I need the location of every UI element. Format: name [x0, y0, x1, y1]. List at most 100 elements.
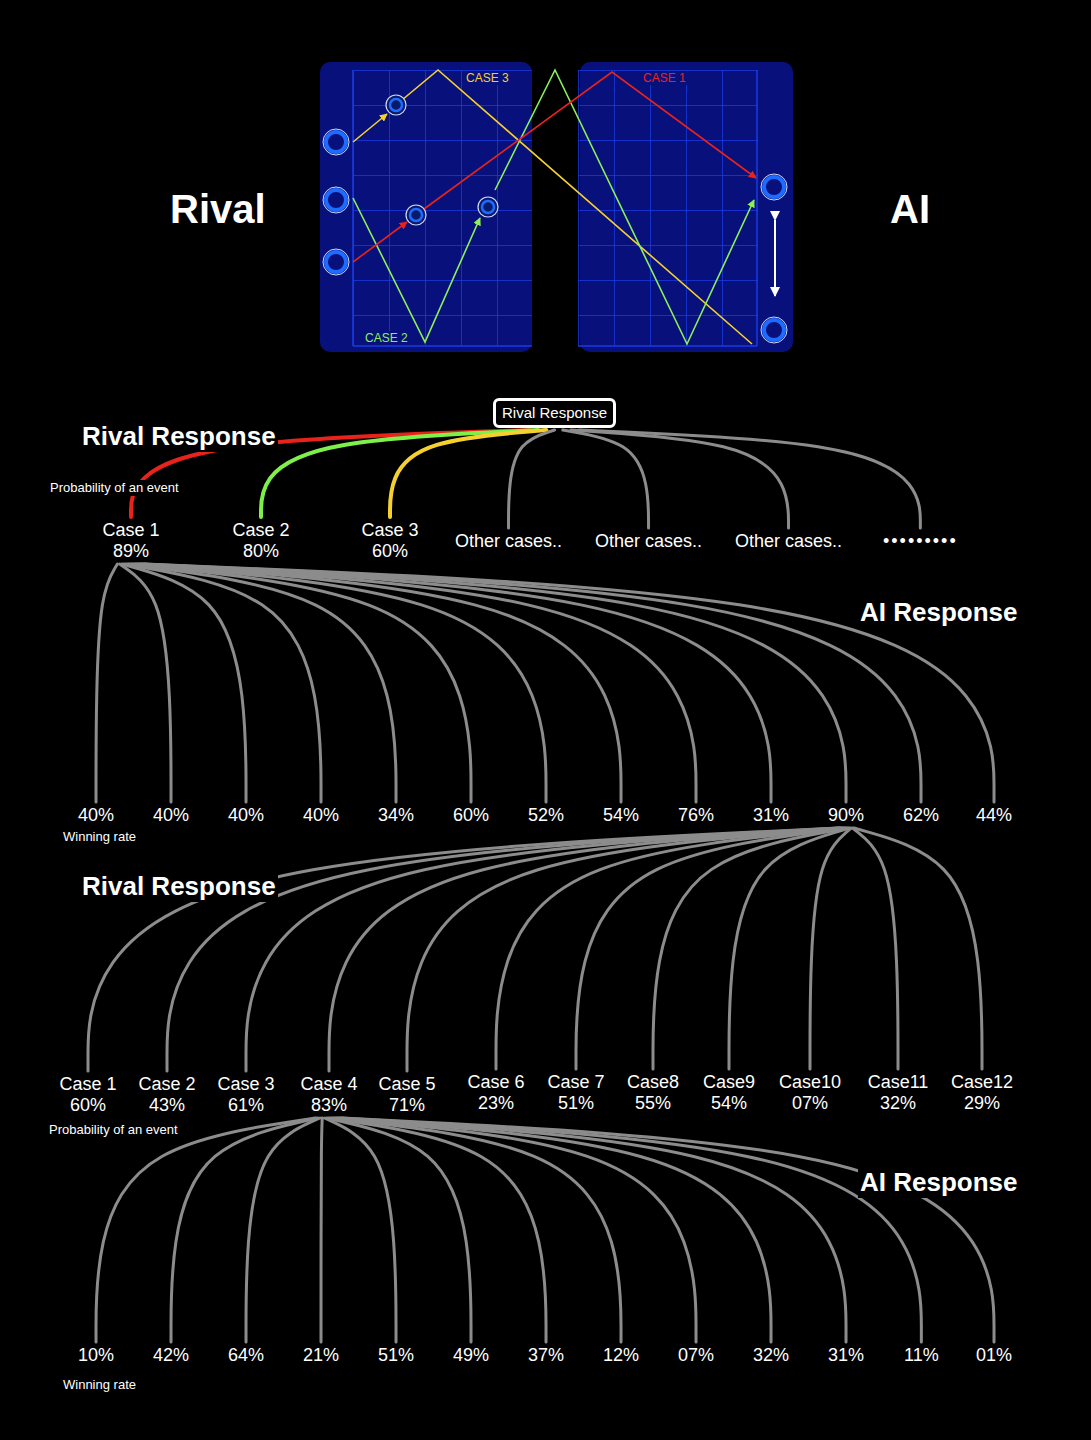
case-probability: Case 5 71%: [373, 1074, 441, 1116]
winning-rate: 37%: [526, 1345, 566, 1366]
label-text: CASE 1: [641, 71, 688, 85]
winning-rate: 54%: [601, 805, 641, 826]
winning-rate: 01%: [974, 1345, 1014, 1366]
winning-rate: 40%: [151, 805, 191, 826]
node-text: Case 2 80%: [229, 520, 293, 562]
node-text: 01%: [976, 1345, 1012, 1366]
branch-line: [96, 564, 117, 802]
label-text: Rival Response: [80, 421, 278, 452]
node-text: 64%: [228, 1345, 264, 1366]
branch-line: [579, 430, 920, 528]
node-text: Case 2 43%: [135, 1074, 199, 1116]
node-text: 34%: [378, 805, 414, 826]
branch-line: [571, 430, 789, 528]
node-text: 42%: [153, 1345, 189, 1366]
winning-rate: 44%: [974, 805, 1014, 826]
case-probability: Case 7 51%: [542, 1072, 610, 1114]
case-probability: Case12 29%: [948, 1072, 1016, 1114]
branch-line: [336, 1118, 771, 1342]
node-text: 32%: [753, 1345, 789, 1366]
winning-rate: 34%: [376, 805, 416, 826]
winning-rate: 40%: [226, 805, 266, 826]
branch-line: [509, 430, 555, 528]
winning-rate: 32%: [751, 1345, 791, 1366]
node-text: Other cases..: [595, 531, 702, 552]
node-text: Case12 29%: [950, 1072, 1014, 1114]
node-text: Case 5 71%: [375, 1074, 439, 1116]
node-text: Case10 07%: [778, 1072, 842, 1114]
label-text: CASE 2: [363, 331, 410, 345]
winning-rate: 12%: [601, 1345, 641, 1366]
branch-line: [246, 828, 841, 1071]
node-text: 12%: [603, 1345, 639, 1366]
winning-rate: 31%: [751, 805, 791, 826]
label-text: AI Response: [858, 597, 1020, 628]
winning-rate: 52%: [526, 805, 566, 826]
branch-line: [729, 828, 850, 1069]
branch-line: [131, 564, 546, 802]
winning-rate: 64%: [226, 1345, 266, 1366]
node-text: 40%: [228, 805, 264, 826]
level-heading: Rival Response: [80, 871, 278, 902]
branch-line: [653, 828, 848, 1069]
winning-rate: 42%: [151, 1345, 191, 1366]
label-text: AI Response: [858, 1167, 1020, 1198]
case-probability: Other cases..: [453, 531, 564, 552]
node-text: Case 4 83%: [297, 1074, 361, 1116]
label-text: Rival: [168, 185, 268, 233]
case-probability: Case9 54%: [695, 1072, 763, 1114]
node-text: Case 7 51%: [544, 1072, 608, 1114]
label-text: Probability of an event: [48, 480, 181, 496]
node-text: 40%: [153, 805, 189, 826]
more-cases-ellipsis: •••••••••: [881, 531, 960, 552]
branch-line: [321, 1118, 322, 1342]
node-text: 11%: [904, 1345, 939, 1366]
node-text: 54%: [603, 805, 639, 826]
node-text: Case 1 60%: [56, 1074, 120, 1116]
node-text: •••••••••: [883, 531, 958, 552]
branch-line: [329, 1118, 546, 1342]
branch-line: [854, 828, 982, 1069]
node-text: 76%: [678, 805, 714, 826]
label-text: Winning rate: [61, 829, 138, 845]
trajectory-label: CASE 3: [464, 71, 511, 85]
ball: [386, 95, 498, 225]
case-probability: Case 2 80%: [227, 520, 295, 562]
response-box: Rival Response: [493, 398, 616, 428]
paddle: [323, 129, 787, 343]
paddle-motion-arrow: [774, 220, 776, 296]
winning-rate: 49%: [451, 1345, 491, 1366]
node-text: 49%: [453, 1345, 489, 1366]
label-text: AI: [888, 185, 932, 233]
case-probability: Case8 55%: [619, 1072, 687, 1114]
winning-rate: 40%: [76, 805, 116, 826]
winning-rate: 10%: [76, 1345, 116, 1366]
level-heading: AI Response: [858, 1167, 1020, 1198]
court-grid: [353, 70, 532, 346]
branch-line: [96, 1118, 315, 1342]
winning-rate: 21%: [301, 1345, 341, 1366]
case-probability: Case 1 89%: [97, 520, 165, 562]
player-name: Rival: [168, 185, 268, 233]
axis-note: Probability of an event: [47, 1122, 180, 1138]
node-text: 07%: [678, 1345, 714, 1366]
branch-line: [576, 828, 847, 1069]
node-text: 52%: [528, 805, 564, 826]
node-text: 31%: [753, 805, 789, 826]
node-text: Rival Response: [502, 404, 607, 422]
branch-line: [343, 1118, 994, 1342]
winning-rate: 76%: [676, 805, 716, 826]
axis-note: Probability of an event: [48, 480, 181, 496]
trajectory-label: CASE 2: [363, 331, 410, 345]
case-probability: Case 3 61%: [212, 1074, 280, 1116]
case-probability: Case 2 43%: [133, 1074, 201, 1116]
branch-line: [124, 564, 321, 802]
node-text: 21%: [303, 1345, 339, 1366]
axis-note: Winning rate: [61, 829, 138, 845]
branch-line: [810, 828, 851, 1069]
level-heading: AI Response: [858, 597, 1020, 628]
branch-line: [246, 1118, 320, 1342]
branch-line: [122, 564, 246, 802]
branch-line: [171, 1118, 318, 1342]
